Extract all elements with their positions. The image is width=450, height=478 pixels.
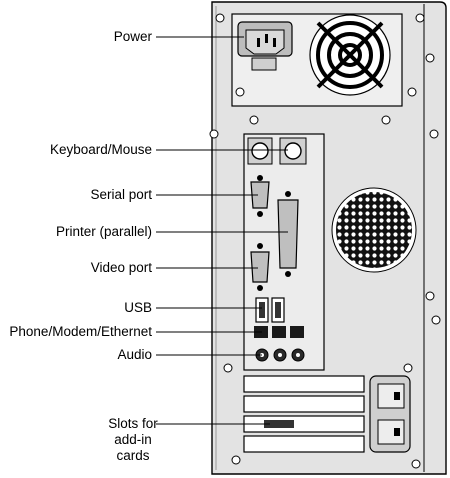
case-screws (209, 13, 441, 469)
ethernet-port (290, 326, 304, 338)
label-printer: Printer (parallel) (55, 224, 152, 239)
label-usb: USB (124, 300, 152, 315)
power-pin (273, 38, 276, 47)
video-port (250, 251, 270, 283)
label-slots-line2: add-in (114, 432, 152, 447)
psu-fan-grill (309, 14, 391, 96)
modem-port (272, 326, 286, 338)
power-pin (265, 34, 268, 43)
label-power: Power (113, 29, 152, 44)
ps2-keyboard-port (251, 142, 269, 160)
label-slots-line3: cards (116, 448, 150, 463)
expansion-slot (243, 395, 365, 413)
parallel-port (277, 199, 299, 269)
expansion-card-port (264, 420, 294, 428)
power-switch (251, 57, 277, 71)
label-keyboard-mouse: Keyboard/Mouse (49, 142, 152, 157)
ps2-mouse-port (284, 142, 302, 160)
label-serial-port: Serial port (90, 187, 152, 202)
label-slots: Slots for add-in cards (90, 416, 176, 464)
callout-lines (156, 36, 288, 425)
serial-port (250, 181, 270, 209)
label-network: Phone/Modem/Ethernet (9, 324, 152, 339)
expansion-slot (243, 375, 365, 393)
label-slots-line1: Slots for (108, 416, 158, 431)
expansion-slot (243, 435, 365, 453)
label-audio: Audio (117, 347, 152, 362)
label-video-port: Video port (90, 260, 152, 275)
power-pin (257, 38, 260, 47)
case-fan (331, 187, 417, 273)
